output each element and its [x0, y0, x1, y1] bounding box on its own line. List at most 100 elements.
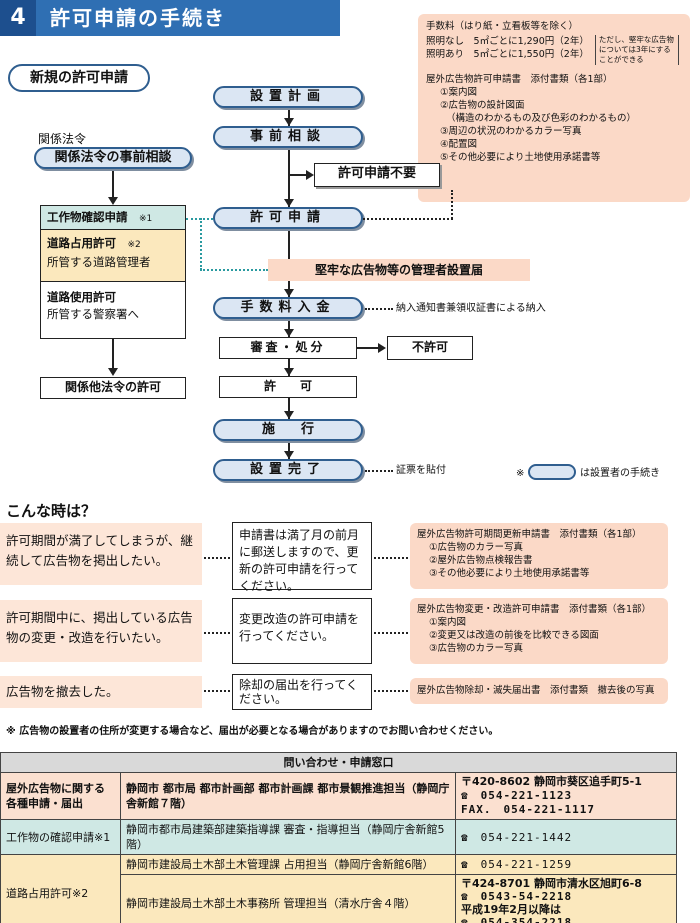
dotted-connector: [451, 190, 453, 219]
connector: [112, 171, 114, 197]
flow-kanryo: 設置完了: [213, 459, 363, 481]
dotted-connector: [374, 690, 408, 692]
flow-kanrisha: 堅牢な広告物等の管理者設置届: [268, 259, 530, 281]
phone-icon: ☎: [461, 890, 469, 903]
page-title: 許可申請の手続き: [50, 6, 226, 30]
doc-item: ②広告物の設計図面: [440, 100, 525, 111]
contact-info: ☎ 054-221-1442: [455, 819, 677, 855]
fee-row-2: 照明あり 5㎡ごとに1,550円（2年）: [426, 49, 589, 60]
tesuryo-note: 納入通知書兼領収証書による納入: [396, 303, 546, 314]
flow-fukyoka: 不許可: [387, 336, 473, 360]
connector: [357, 347, 379, 349]
case-docs-title: 屋外広告物変更・改造許可申請書 添付書類（各1部）: [417, 604, 652, 615]
doc-item: ⑤その他必要により土地使用承諾書等: [440, 152, 601, 163]
teal-dotted-connector: [200, 269, 268, 271]
phone-icon: ☎: [461, 858, 469, 871]
dotted-connector: [204, 557, 230, 559]
doc-item: ③その他必要により土地使用承諾書等: [429, 568, 590, 579]
legend-text: は設置者の手続き: [580, 468, 660, 479]
docs-title: 屋外広告物許可申請書 添付書類（各1部）: [426, 74, 613, 85]
connector: [112, 339, 114, 369]
fee-row-1: 照明なし 5㎡ごとに1,290円（2年）: [426, 36, 589, 47]
table-row: 道路占用許可※2 静岡市建設局土木部土木管理課 占用担当（静岡庁舎新館6階） ☎…: [0, 854, 677, 923]
contact-info: 〒420-8602 静岡市葵区追手町5-1 ☎ 054-221-1123 FAX…: [455, 772, 677, 820]
contact-table: 問い合わせ・申請窓口 屋外広告物に関する各種申請・届出 静岡市 都市局 都市計画…: [0, 752, 677, 923]
doc-item: ①広告物のカラー写真: [429, 542, 524, 553]
contact-label: 工作物の確認申請※1: [0, 819, 121, 855]
phone-icon: ☎: [461, 830, 469, 844]
case-answer: 申請書は満了月の前月に郵送しますので、更新の許可申請を行ってください。: [232, 522, 372, 593]
doc-item: ③広告物のカラー写真: [429, 643, 524, 654]
arrow-down: [108, 368, 118, 376]
arrow-down: [108, 197, 118, 205]
flow-main-line: [288, 104, 290, 459]
arrow-right: [378, 343, 386, 353]
case-docs-title: 屋外広告物許可期間更新申請書 添付書類（各1部）: [417, 529, 642, 540]
doc-item: ②変更又は改造の前後を比較できる図面: [429, 630, 599, 641]
legend-pill-icon: [528, 464, 576, 480]
table-row: 静岡市建設局土木部土木事務所 管理担当（清水庁舎４階） 〒424-8701 静岡…: [1, 874, 677, 923]
teal-dotted-connector: [200, 218, 202, 270]
case-question: 広告物を撤去した。: [0, 676, 202, 708]
flow-kyoka-shinsei: 許可申請: [213, 207, 363, 229]
arrow-down: [284, 118, 294, 126]
flow-setti-keikaku: 設置計画: [213, 86, 363, 108]
case-question: 許可期間が満了してしまうが、継続して広告物を掲出したい。: [0, 523, 202, 585]
dotted-connector: [365, 308, 393, 310]
table-row: 工作物の確認申請※1 静岡市都市局建築部建築指導課 審査・指導担当（静岡庁舎新館…: [0, 819, 677, 855]
teal-dotted-connector: [186, 218, 213, 220]
connector: [288, 174, 308, 176]
legend-mark: ※: [516, 468, 525, 479]
flow-jizen-soudan: 事前相談: [213, 126, 363, 148]
konna-note: ※ 広告物の設置者の住所が変更する場合など、届出が必要となる場合がありますのでお…: [6, 726, 499, 737]
arrow-down: [284, 289, 294, 297]
section-number: 4: [0, 0, 36, 36]
kanryo-note: 証票を貼付: [396, 465, 446, 476]
contact-office: 静岡市建設局土木部土木管理課 占用担当（静岡庁舎新館6階）: [120, 854, 456, 875]
doc-item: ③周辺の状況のわかるカラー写真: [440, 126, 582, 137]
dotted-connector: [374, 632, 408, 634]
left-kakunin: 工作物確認申請 ※1: [41, 206, 185, 230]
contact-header: 問い合わせ・申請窓口: [0, 752, 677, 773]
header-bar: [0, 0, 340, 36]
fee-title: 手数料（はり紙・立看板等を除く）: [426, 21, 579, 32]
doc-item: ②屋外広告物点検報告書: [429, 555, 533, 566]
flow-kyoka: 許 可: [219, 376, 357, 398]
left-label: 関係法令: [38, 132, 87, 146]
contact-office: 静岡市 都市局 都市計画部 都市計画課 都市景観推進担当（静岡庁舎新館７階）: [120, 772, 456, 820]
doc-item: ①案内図: [429, 617, 467, 628]
table-row: 屋外広告物に関する各種申請・届出 静岡市 都市局 都市計画部 都市計画課 都市景…: [0, 772, 677, 820]
arrow-down: [284, 329, 294, 337]
contact-label: 屋外広告物に関する各種申請・届出: [0, 772, 121, 820]
case-docs: 屋外広告物許可期間更新申請書 添付書類（各1部） ①広告物のカラー写真 ②屋外広…: [410, 523, 668, 589]
section-new-label: 新規の許可申請: [8, 64, 150, 92]
konna-title: こんな時は？: [6, 502, 97, 520]
dotted-connector: [365, 470, 393, 472]
contact-office: 静岡市建設局土木部土木事務所 管理担当（清水庁舎４階）: [120, 874, 456, 923]
doc-item: ①案内図: [440, 87, 478, 98]
fee-box: 手数料（はり紙・立看板等を除く） 照明なし 5㎡ごとに1,290円（2年） 照明…: [418, 14, 690, 202]
dotted-connector: [363, 218, 453, 220]
left-result: 関係他法令の許可: [40, 377, 186, 399]
case-docs-title: 屋外広告物除却・滅失届出書 添付書類 撤去後の写真: [410, 678, 668, 704]
case-answer: 変更改造の許可申請を行ってください。: [232, 598, 372, 664]
arrow-down: [284, 451, 294, 459]
contact-label: 道路占用許可※2: [0, 854, 121, 923]
contact-info: 〒424-8701 静岡市清水区旭町6-8 ☎ 0543-54-2218 平成1…: [455, 874, 677, 923]
arrow-down: [284, 368, 294, 376]
fee-note: ただし、堅牢な広告物については3年にすることができる: [594, 35, 679, 65]
dotted-connector: [374, 557, 408, 559]
contact-info: ☎ 054-221-1259: [455, 854, 677, 875]
phone-icon: ☎: [461, 916, 469, 923]
arrow-down: [284, 199, 294, 207]
contact-office: 静岡市都市局建築部建築指導課 審査・指導担当（静岡庁舎新館5階）: [120, 819, 456, 855]
left-jizen: 関係法令の事前相談: [34, 147, 192, 169]
phone-icon: ☎: [461, 789, 469, 802]
flow-shinsa: 審査・処分: [219, 337, 357, 359]
dotted-connector: [204, 632, 230, 634]
flow-seko: 施 行: [213, 419, 363, 441]
dotted-connector: [204, 690, 230, 692]
flow-tesuryo: 手数料入金: [213, 297, 363, 319]
doc-item: （構造のわかるもの及び色彩のわかるもの）: [446, 113, 637, 124]
